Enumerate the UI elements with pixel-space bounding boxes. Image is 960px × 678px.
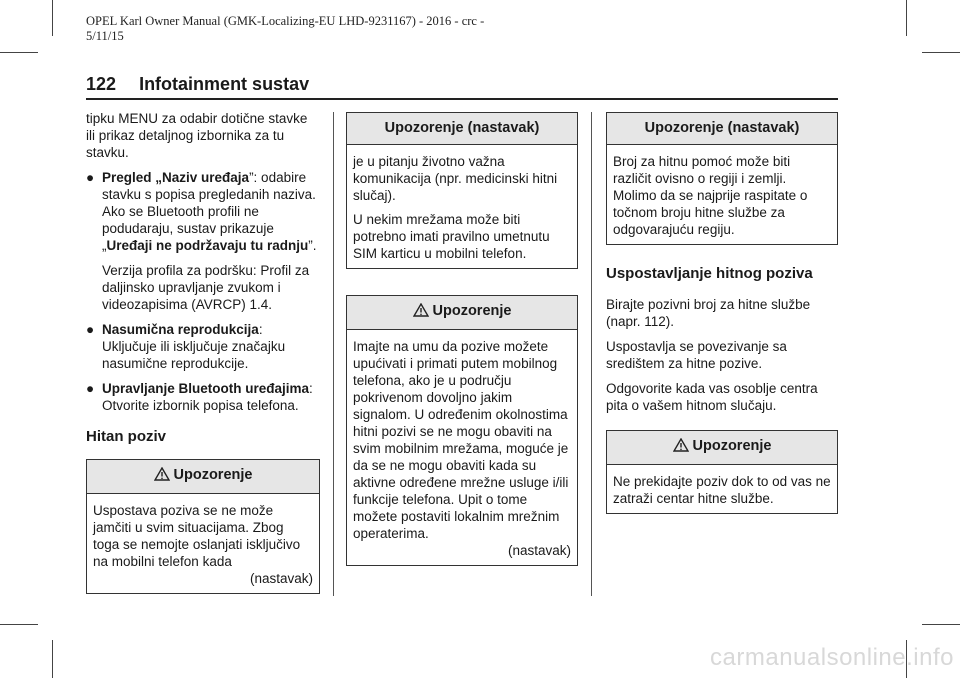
warning-body: je u pitanju životno važna komunikacija … — [347, 145, 577, 268]
warning-header: Upozorenje (nastavak) — [607, 113, 837, 145]
column-3: Upozorenje (nastavak) Broj za hitnu pomo… — [606, 112, 838, 514]
doc-header-line1: OPEL Karl Owner Manual (GMK-Localizing-E… — [86, 14, 485, 28]
warning-text: Broj za hitnu pomoć može biti različit o… — [613, 154, 808, 237]
warning-body: Uspostava poziva se ne može jamčiti u sv… — [87, 494, 319, 593]
bullet-icon: ● — [86, 381, 95, 396]
warning-body: Imajte na umu da pozive možete upućivati… — [347, 330, 577, 565]
list-item: ● Pregled „Naziv uređaja”: odabire stavk… — [86, 169, 320, 254]
bullet-text: ”: odabire stavku s popisa pregledanih n… — [102, 170, 316, 253]
warning-text: Imajte na umu da pozive možete upućivati… — [353, 339, 569, 541]
list-item: ● Nasumična reprodukcija: Uključuje ili … — [86, 321, 320, 372]
list-item: ● Upravljanje Bluetooth uređajima: Otvor… — [86, 380, 320, 414]
document-header: OPEL Karl Owner Manual (GMK-Localizing-E… — [86, 14, 506, 44]
warning-triangle-icon — [153, 466, 170, 486]
crop-mark — [0, 624, 38, 625]
bullet-term: Upravljanje Bluetooth uređajima — [102, 381, 310, 396]
warning-box: Upozorenje (nastavak) je u pitanju život… — [346, 112, 578, 269]
warning-box: Upozorenje Imajte na umu da pozive možet… — [346, 295, 578, 566]
warning-body: Broj za hitnu pomoć može biti različit o… — [607, 145, 837, 244]
warning-box: Upozorenje (nastavak) Broj za hitnu pomo… — [606, 112, 838, 245]
warning-text: Uspostava poziva se ne može jamčiti u sv… — [93, 503, 301, 569]
intro-text: tipku MENU za odabir dotične stavke ili … — [86, 111, 308, 160]
bullet-icon: ● — [86, 322, 95, 337]
bullet-text: : Uključuje ili isključuje značajku nasu… — [102, 322, 286, 371]
watermark: carmanualsonline.info — [710, 644, 954, 671]
crop-mark — [52, 640, 53, 678]
crop-mark — [0, 52, 38, 53]
warning-box: Upozorenje Uspostava poziva se ne može j… — [86, 459, 320, 594]
section-heading: Hitan poziv — [86, 428, 167, 445]
warning-title: Upozorenje — [173, 467, 253, 483]
warning-text: je u pitanju životno važna komunikacija … — [353, 154, 558, 203]
continued-label: (nastavak) — [249, 571, 313, 586]
column-divider — [333, 112, 334, 596]
bullet-text: : Otvorite izbornik popisa telefona. — [102, 381, 313, 413]
header-rule — [86, 98, 838, 100]
warning-title: Upozorenje — [432, 303, 512, 319]
section-title: Infotainment sustav — [139, 74, 310, 94]
warning-body: Ne prekidajte poziv dok to od vas ne zat… — [607, 465, 837, 513]
paragraph: Birajte pozivni broj za hitne službe (na… — [606, 297, 811, 329]
warning-triangle-icon — [672, 437, 689, 457]
bullet-term: Nasumična reprodukcija — [102, 322, 259, 337]
crop-mark — [906, 0, 907, 36]
crop-mark — [52, 0, 53, 36]
continued-label: (nastavak) — [507, 543, 571, 558]
column-2: Upozorenje (nastavak) je u pitanju život… — [346, 112, 578, 566]
warning-header: Upozorenje — [347, 296, 577, 330]
warning-header: Upozorenje — [607, 431, 837, 465]
warning-title: Upozorenje — [692, 438, 772, 454]
bullet-paragraph: Verzija profila za podršku: Profil za da… — [102, 263, 310, 312]
warning-box: Upozorenje Ne prekidajte poziv dok to od… — [606, 430, 838, 514]
column-1: tipku MENU za odabir dotične stavke ili … — [86, 110, 320, 594]
page-number: 122 — [86, 74, 117, 94]
page-heading: 122 Infotainment sustav — [86, 74, 309, 95]
warning-text: Ne prekidajte poziv dok to od vas ne zat… — [613, 474, 831, 506]
warning-header: Upozorenje (nastavak) — [347, 113, 577, 145]
warning-header: Upozorenje — [87, 460, 319, 494]
column-divider — [591, 112, 592, 596]
section-heading: Uspostavljanje hitnog poziva — [606, 265, 813, 282]
bullet-text: ”. — [308, 238, 317, 253]
paragraph: Uspostavlja se povezivanje sa središtem … — [606, 339, 787, 371]
crop-mark — [922, 52, 960, 53]
bullet-term: Pregled „Naziv uređaja — [102, 170, 250, 185]
paragraph: Odgovorite kada vas osoblje centra pita … — [606, 381, 818, 413]
warning-text: U nekim mrežama može biti potrebno imati… — [353, 212, 550, 261]
warning-triangle-icon — [412, 302, 429, 322]
crop-mark — [906, 640, 907, 678]
bullet-term: Uređaji ne podržavaju tu radnju — [106, 238, 309, 253]
crop-mark — [922, 624, 960, 625]
doc-header-line2: 5/11/15 — [86, 29, 124, 43]
bullet-icon: ● — [86, 170, 95, 185]
